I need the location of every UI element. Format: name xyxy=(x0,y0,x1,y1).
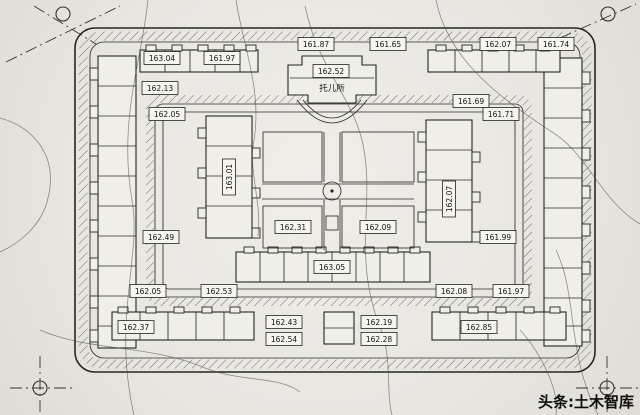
building-west-wing xyxy=(97,55,137,349)
planting-plot-sw xyxy=(262,205,323,249)
svg-text:162.85: 162.85 xyxy=(466,323,492,332)
watermark-text: 头条:土木智库 xyxy=(538,393,634,411)
elevation-label-162-05-bottom: 162.05 xyxy=(129,284,167,298)
elevation-label-162-49: 162.49 xyxy=(142,230,180,244)
svg-text:163.04: 163.04 xyxy=(149,54,175,63)
building-east-wing xyxy=(543,57,583,347)
elevation-label-161-97-bottom: 161.97 xyxy=(492,284,530,298)
elevation-label-162-07-vertical: 162.07 xyxy=(442,180,456,218)
svg-text:162.53: 162.53 xyxy=(206,287,232,296)
elevation-label-162-08: 162.08 xyxy=(435,284,473,298)
svg-text:162.05: 162.05 xyxy=(135,287,161,296)
elevation-label-162-31: 162.31 xyxy=(274,220,312,234)
elevation-label-161-97-top: 161.97 xyxy=(203,51,241,65)
elevation-label-162-37: 162.37 xyxy=(117,320,155,334)
central-courtyard xyxy=(262,99,415,250)
svg-text:162.05: 162.05 xyxy=(154,110,180,119)
svg-text:162.54: 162.54 xyxy=(271,335,297,344)
planting-plot-ne xyxy=(341,131,415,183)
elevation-label-161-71: 161.71 xyxy=(482,107,520,121)
svg-text:161.74: 161.74 xyxy=(543,40,569,49)
elevation-label-162-43: 162.43 xyxy=(265,315,303,329)
elevation-label-161-99: 161.99 xyxy=(479,230,517,244)
south-terrace-balconies xyxy=(243,246,421,254)
elevation-label-162-28: 162.28 xyxy=(360,332,398,346)
east-wing-balconies xyxy=(581,71,591,343)
svg-text:162.07: 162.07 xyxy=(445,186,454,212)
elevation-label-161-69: 161.69 xyxy=(452,94,490,108)
svg-text:162.08: 162.08 xyxy=(441,287,467,296)
elevation-label-161-87: 161.87 xyxy=(297,37,335,51)
west-wing-balconies xyxy=(89,67,99,343)
building-north-right xyxy=(427,49,561,73)
svg-text:163.05: 163.05 xyxy=(319,263,345,272)
svg-text:162.31: 162.31 xyxy=(280,223,306,232)
elevation-label-163-04: 163.04 xyxy=(143,51,181,65)
svg-text:161.65: 161.65 xyxy=(375,40,401,49)
elevation-label-162-13: 162.13 xyxy=(141,81,179,95)
inner-east-balconies xyxy=(417,131,481,243)
svg-text:162.37: 162.37 xyxy=(123,323,149,332)
elevation-label-161-74: 161.74 xyxy=(537,37,575,51)
elevation-label-163-01-vertical: 163.01 xyxy=(222,158,236,196)
svg-text:163.01: 163.01 xyxy=(225,164,234,190)
svg-text:162.19: 162.19 xyxy=(366,318,392,327)
elevation-label-162-05-left: 162.05 xyxy=(148,107,186,121)
planting-plot-se xyxy=(341,205,415,249)
svg-text:162.49: 162.49 xyxy=(148,233,174,242)
elevation-label-162-09: 162.09 xyxy=(359,220,397,234)
svg-text:162.09: 162.09 xyxy=(365,223,391,232)
bottom-left-balconies xyxy=(117,306,241,314)
elevation-label-162-19: 162.19 xyxy=(360,315,398,329)
elevation-label-162-85: 162.85 xyxy=(460,320,498,334)
svg-text:161.71: 161.71 xyxy=(488,110,514,119)
svg-text:161.99: 161.99 xyxy=(485,233,511,242)
elevation-label-162-52: 162.52 xyxy=(312,64,350,78)
svg-text:162.07: 162.07 xyxy=(485,40,511,49)
planting-plot-nw xyxy=(262,131,323,183)
nursery-name-label: 托儿所 xyxy=(319,83,345,94)
svg-text:161.69: 161.69 xyxy=(458,97,484,106)
svg-text:162.13: 162.13 xyxy=(147,84,173,93)
elevation-label-162-53: 162.53 xyxy=(200,284,238,298)
inner-ring-road xyxy=(154,103,524,298)
elevation-labels: 163.04 161.97 161.87 161.65 162.52 162.0… xyxy=(117,37,575,346)
elevation-label-163-05: 163.05 xyxy=(313,260,351,274)
elevation-label-162-54: 162.54 xyxy=(265,332,303,346)
fountain-circle xyxy=(322,181,342,201)
svg-text:161.97: 161.97 xyxy=(498,287,524,296)
building-nursery xyxy=(287,55,377,104)
building-bottom-right xyxy=(431,311,567,341)
svg-text:161.97: 161.97 xyxy=(209,54,235,63)
bottom-right-balconies xyxy=(439,306,561,314)
elevation-label-162-07-top: 162.07 xyxy=(479,37,517,51)
elevation-label-161-65: 161.65 xyxy=(369,37,407,51)
svg-text:162.43: 162.43 xyxy=(271,318,297,327)
svg-text:162.52: 162.52 xyxy=(318,67,344,76)
svg-text:161.87: 161.87 xyxy=(303,40,329,49)
svg-text:162.28: 162.28 xyxy=(366,335,392,344)
